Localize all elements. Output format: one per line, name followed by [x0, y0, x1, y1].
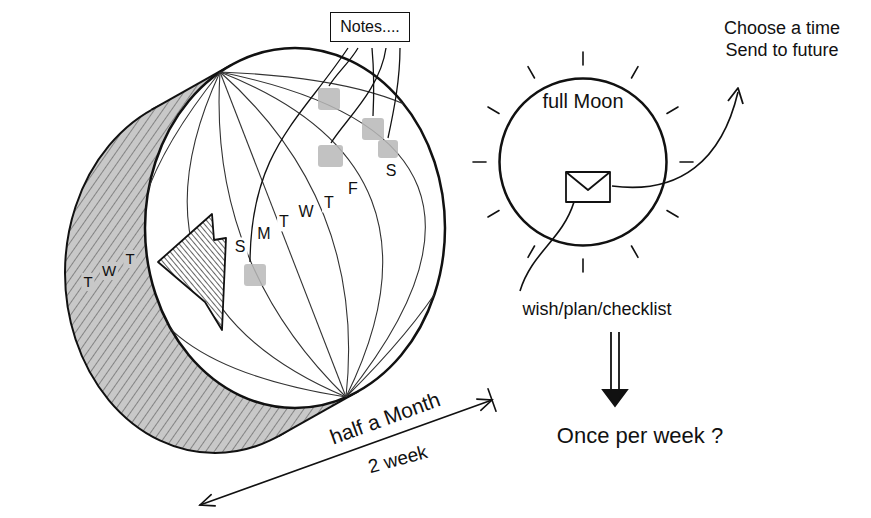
envelope-icon	[566, 172, 610, 202]
leader-lines	[250, 48, 400, 262]
meridian	[220, 72, 349, 397]
notes-box: Notes....	[330, 12, 410, 41]
ray	[488, 211, 499, 218]
note-text: Choose a time Send to future	[710, 18, 854, 61]
day-letter: T	[277, 212, 291, 231]
ray	[528, 67, 535, 78]
meridian	[136, 72, 346, 397]
note-text: Once per week ?	[555, 423, 725, 449]
node-text: full Moon	[498, 89, 668, 113]
ray	[528, 246, 535, 257]
dimension-shaft	[200, 400, 492, 505]
ray	[667, 211, 678, 218]
moon-text-holder: full Moon	[498, 77, 668, 113]
arrow-shaft	[618, 332, 620, 394]
ray	[488, 107, 499, 114]
leader-line	[329, 48, 358, 86]
arrow-head	[477, 399, 492, 410]
arrow-head	[603, 390, 627, 406]
ray	[582, 52, 584, 65]
send-curve	[612, 92, 738, 187]
face-meridians	[136, 72, 475, 397]
pointer-arrow	[158, 214, 226, 330]
leader-line	[520, 202, 574, 291]
dimension-label: 2 week	[364, 441, 432, 480]
leader-line	[388, 48, 400, 138]
dimension-line	[200, 389, 496, 506]
double-arrow	[603, 332, 627, 406]
arrow-head	[728, 88, 743, 104]
day-letter: S	[384, 161, 399, 180]
dimension-tick	[488, 389, 496, 412]
moon-circle: full Moon	[498, 77, 668, 247]
note-text: wish/plan/checklist	[520, 299, 673, 321]
ray	[680, 161, 693, 163]
envelope-body	[566, 172, 610, 202]
day-letter: T	[81, 273, 94, 291]
ray	[473, 161, 486, 163]
note-mark	[378, 140, 398, 158]
ray	[632, 246, 639, 257]
note-mark	[362, 118, 384, 140]
ray	[632, 67, 639, 78]
ray	[582, 259, 584, 272]
envelope-flap	[566, 172, 610, 190]
arrow-shaft	[610, 332, 612, 394]
day-letter: F	[346, 179, 360, 198]
day-letter: T	[123, 250, 136, 268]
meridian	[219, 72, 346, 397]
note-marks	[244, 88, 398, 286]
day-letter: W	[296, 202, 315, 221]
note-mark	[244, 264, 266, 286]
leader-line	[331, 48, 386, 143]
day-letter: T	[322, 193, 336, 212]
leader-line	[372, 48, 374, 116]
day-letter: S	[233, 237, 248, 256]
moon-rays	[473, 52, 693, 272]
day-letter: W	[100, 262, 118, 280]
arrow-head	[200, 495, 215, 506]
day-letter: M	[255, 224, 272, 243]
node-text: Notes....	[340, 17, 400, 36]
ray	[667, 107, 678, 114]
note-mark	[318, 145, 343, 167]
meridian	[220, 72, 346, 397]
note-mark	[318, 88, 340, 110]
